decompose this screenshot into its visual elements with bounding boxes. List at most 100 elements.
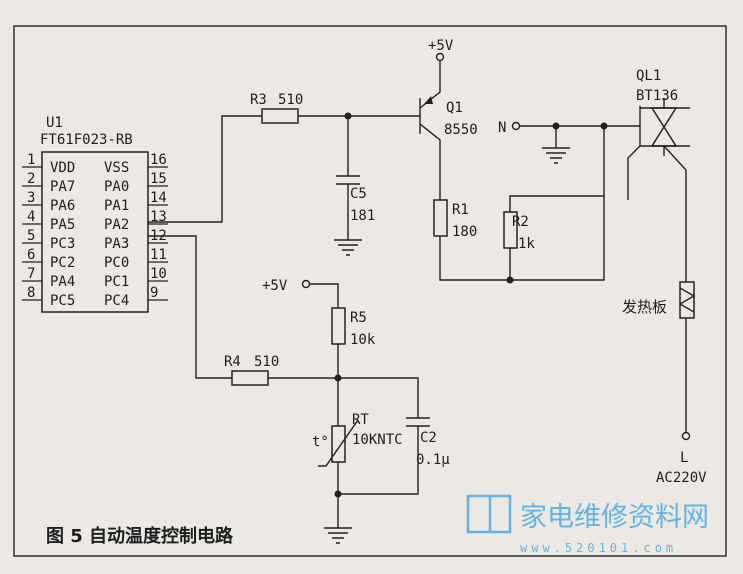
chip-pin-number: 1 xyxy=(27,152,35,168)
r3-ref: R3 xyxy=(250,92,267,108)
watermark-brand: 家电维修资料网 xyxy=(520,502,709,533)
chip-body xyxy=(41,151,149,313)
wire-r1-bottom xyxy=(439,236,510,281)
chip-pin-number: 13 xyxy=(150,209,167,225)
rt-ref: RT xyxy=(352,412,369,428)
chip-pin-number: 16 xyxy=(150,152,167,168)
junction-dot xyxy=(600,122,608,130)
wire-pa3-r4 xyxy=(148,235,232,379)
rt-symbol: t° xyxy=(312,434,329,450)
wire-r2-top xyxy=(509,126,605,212)
r1-ref: R1 xyxy=(452,202,469,218)
book-logo-icon xyxy=(466,494,512,534)
chip-pin-name: VDD xyxy=(50,160,75,176)
chip-pin-number: 7 xyxy=(27,266,35,282)
r5-value: 10k xyxy=(350,332,376,348)
ql1-value: BT136 xyxy=(636,88,678,104)
vcc-top-label: +5V xyxy=(428,38,454,54)
thermistor-slash xyxy=(318,419,359,467)
capacitor-c2 xyxy=(406,417,430,427)
chip-pin-name: PC5 xyxy=(50,293,75,309)
q1-ref: Q1 xyxy=(446,100,463,116)
watermark: 家电维修资料网 www.520101.com xyxy=(466,494,709,555)
ground-symbol-c5 xyxy=(334,239,362,256)
resistor-r5 xyxy=(331,307,346,345)
wire-r4-node xyxy=(268,377,419,418)
r4-ref: R4 xyxy=(224,354,241,370)
watermark-url: www.520101.com xyxy=(520,541,677,555)
chip-pin-name: PC3 xyxy=(50,236,75,252)
wire-pa2-r3 xyxy=(148,115,262,223)
vcc-mid-label: +5V xyxy=(262,278,288,294)
resistor-r4 xyxy=(231,370,269,386)
chip-pin-name: VSS xyxy=(104,160,129,176)
wire-rt-c2 xyxy=(337,426,419,495)
r4-value: 510 xyxy=(254,354,279,370)
c5-ref: C5 xyxy=(350,186,367,202)
chip-part-number: FT61F023-RB xyxy=(40,132,133,148)
resistor-r3 xyxy=(261,108,299,124)
triac-ql1 xyxy=(627,98,690,200)
r3-value: 510 xyxy=(278,92,303,108)
chip-ref: U1 xyxy=(46,115,63,131)
line-label: L xyxy=(680,450,688,466)
wire-vcc-r5 xyxy=(310,283,339,308)
rt-value: 10KNTC xyxy=(352,432,403,448)
chip-pin-number: 8 xyxy=(27,285,35,301)
neutral-terminal xyxy=(511,121,521,131)
chip-pin-name: PA7 xyxy=(50,179,75,195)
chip-pin-number: 6 xyxy=(27,247,35,263)
chip-pin-name: PC1 xyxy=(104,274,129,290)
chip-pin-name: PA0 xyxy=(104,179,129,195)
heater-element xyxy=(679,281,695,319)
transistor-q1 xyxy=(419,60,441,200)
ground-symbol-neutral xyxy=(542,147,570,164)
heater-label: 发热板 xyxy=(622,298,667,316)
q1-value: 8550 xyxy=(444,122,478,138)
line-terminal xyxy=(681,431,691,441)
chip-pin-name: PC4 xyxy=(104,293,129,309)
thermistor-rt xyxy=(331,425,346,463)
chip-pin-number: 4 xyxy=(27,209,35,225)
ql1-ref: QL1 xyxy=(636,68,661,84)
figure-frame xyxy=(13,25,727,557)
vcc-terminal-mid xyxy=(301,279,311,289)
c5-value: 181 xyxy=(350,208,375,224)
heater-coil xyxy=(678,287,696,313)
chip-pin-number: 14 xyxy=(150,190,167,206)
c2-value: 0.1μ xyxy=(416,452,450,468)
capacitor-c5 xyxy=(336,175,360,185)
resistor-r1 xyxy=(433,199,448,237)
chip-pin-number: 3 xyxy=(27,190,35,206)
chip-pin-name: PC2 xyxy=(50,255,75,271)
vcc-terminal-top xyxy=(435,52,445,62)
chip-pin-name: PC0 xyxy=(104,255,129,271)
chip-pin-number: 15 xyxy=(150,171,167,187)
c2-ref: C2 xyxy=(420,430,437,446)
chip-pin-number: 2 xyxy=(27,171,35,187)
chip-pin-number: 5 xyxy=(27,228,35,244)
ground-symbol-bottom xyxy=(324,527,352,544)
r5-ref: R5 xyxy=(350,310,367,326)
chip-pin-name: PA2 xyxy=(104,217,129,233)
chip-pin-name: PA6 xyxy=(50,198,75,214)
mains-label: AC220V xyxy=(656,470,707,486)
chip-pin-number: 11 xyxy=(150,247,167,263)
r1-value: 180 xyxy=(452,224,477,240)
chip-pin-name: PA4 xyxy=(50,274,75,290)
neutral-label: N xyxy=(498,120,506,136)
figure-caption: 图 5 自动温度控制电路 xyxy=(46,525,234,547)
r2-ref: R2 xyxy=(512,214,529,230)
chip-pin-number: 10 xyxy=(150,266,167,282)
wire-triac-heater xyxy=(663,145,687,282)
chip-pin-number: 9 xyxy=(150,285,158,301)
chip-pin-name: PA5 xyxy=(50,217,75,233)
chip-pin-name: PA1 xyxy=(104,198,129,214)
wire-gate-return xyxy=(510,196,605,281)
r2-value: 1k xyxy=(518,236,535,252)
